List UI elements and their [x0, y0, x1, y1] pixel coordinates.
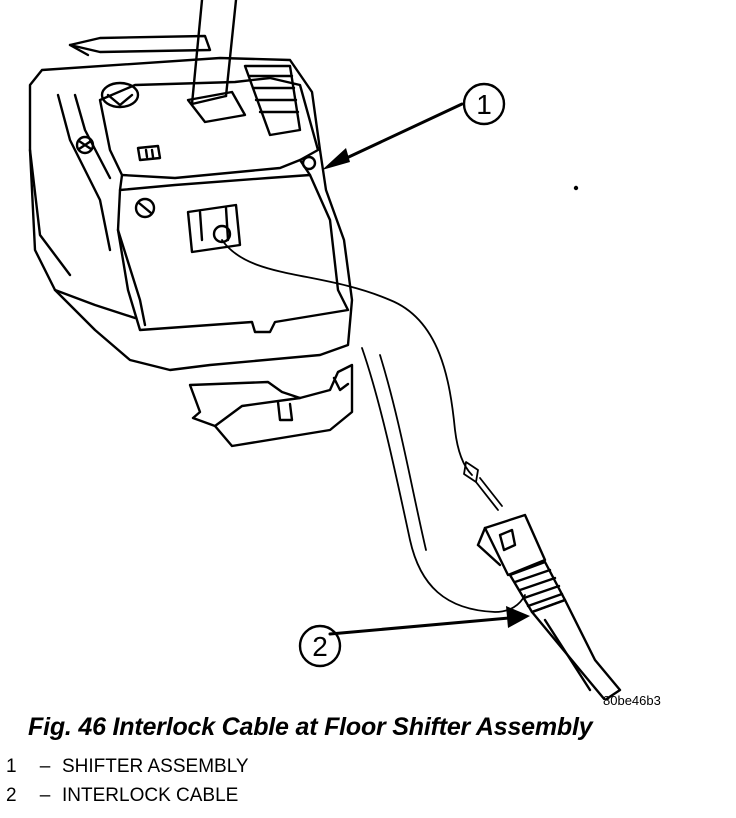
mounting-bracket: [188, 363, 354, 448]
interlock-cable: [221, 239, 526, 613]
figure-reference-code: 80be46b3: [603, 693, 661, 708]
arrow-2-head: [506, 606, 530, 628]
arrow-1-head: [322, 148, 350, 170]
legend-number: 2: [6, 785, 17, 806]
shifter-housing: [28, 34, 354, 372]
legend-dash: –: [39, 756, 51, 777]
callout-leaders: [328, 102, 522, 636]
legend-item: 2 –INTERLOCK CABLE: [6, 781, 249, 810]
legend: 1 –SHIFTER ASSEMBLY 2 –INTERLOCK CABLE: [6, 752, 249, 810]
figure-title: Fig. 46 Interlock Cable at Floor Shifter…: [28, 713, 593, 741]
callout-1-circle: [462, 82, 506, 126]
legend-label: SHIFTER ASSEMBLY: [62, 756, 249, 777]
legend-dash: –: [39, 785, 51, 806]
cable-adjuster: [476, 513, 622, 700]
legend-number: 1: [6, 756, 17, 777]
legend-item: 1 –SHIFTER ASSEMBLY: [6, 752, 249, 781]
legend-label: INTERLOCK CABLE: [62, 785, 239, 806]
callout-2-circle: [298, 624, 342, 668]
shift-lever: [190, 0, 238, 106]
callout-1-number: 1: [476, 89, 492, 120]
callout-2-number: 2: [312, 631, 328, 662]
shifter-illustration: 1 2: [28, 0, 622, 700]
